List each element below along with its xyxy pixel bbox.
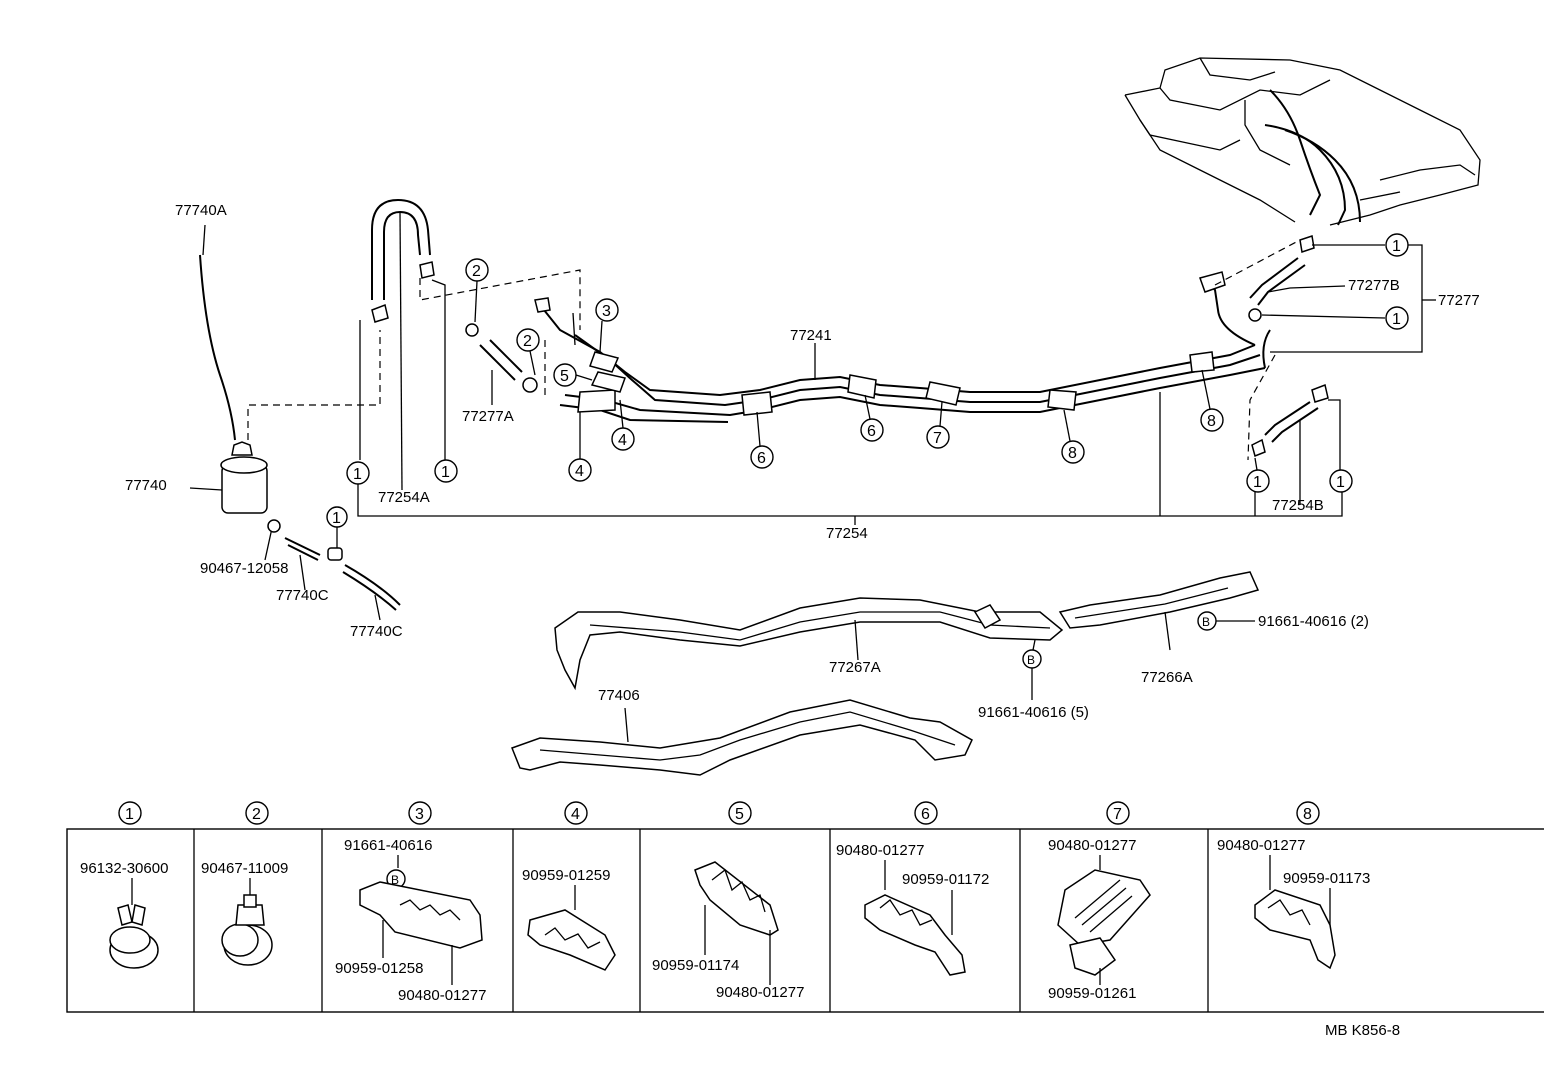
- fuel-tank: [1124, 57, 1481, 226]
- label-77241: 77241: [790, 327, 832, 344]
- panel-3-label-3: 90480-01277: [398, 987, 486, 1004]
- label-77406: 77406: [598, 687, 640, 704]
- panel-6-number: 6: [921, 806, 930, 823]
- panel-3: 91661-40616 B 90959-01258 90480-01277: [335, 837, 486, 1004]
- bolt-marker-b2: B: [1202, 615, 1210, 629]
- label-77254B: 77254B: [1272, 497, 1324, 514]
- callout-6a: 6: [757, 450, 766, 467]
- panel-5-label-1: 90480-01277: [716, 984, 804, 1001]
- callout-7: 7: [933, 430, 942, 447]
- label-77740C-1: 77740C: [276, 587, 329, 604]
- callout-1g: 1: [1253, 474, 1262, 491]
- panel-3-label-0: 91661-40616: [344, 837, 432, 854]
- panel-8-label-1: 90959-01173: [1283, 870, 1370, 887]
- panel-7-label-0: 90480-01277: [1048, 837, 1136, 854]
- label-77254A: 77254A: [378, 489, 430, 506]
- callout-1e: 1: [1392, 311, 1401, 328]
- tube-77254-leader: 77254: [357, 392, 1343, 542]
- clamp-90467-12058: [267, 519, 281, 533]
- label-bolt-5: 91661-40616 (5): [978, 704, 1089, 721]
- label-77277B: 77277B: [1348, 277, 1400, 294]
- panel-2-number: 2: [252, 806, 261, 823]
- protector-77406: 77406: [511, 687, 973, 776]
- tube-callouts: 3 5 4 4 6 6 7 8 8: [553, 298, 1224, 482]
- panel-3-label-1: B: [391, 873, 399, 887]
- callout-3: 3: [602, 303, 611, 320]
- callout-1c: 1: [441, 464, 450, 481]
- fuel-tubes-77241: 77241: [534, 271, 1271, 423]
- detail-panel-table: [66, 828, 1544, 1013]
- label-90467-12058: 90467-12058: [200, 560, 288, 577]
- label-77254: 77254: [826, 525, 868, 542]
- hose-77254A: 77254A 1 1: [346, 198, 581, 506]
- panel-4-number: 4: [571, 806, 580, 823]
- callout-8b: 8: [1207, 413, 1216, 430]
- panel-headers: 1 2 3 4 5 6 7 8: [118, 801, 1320, 825]
- panel-4-label-0: 90959-01259: [522, 867, 610, 884]
- callout-4b: 4: [575, 463, 584, 480]
- panel-3-label-2: 90959-01258: [335, 960, 423, 977]
- protector-77267A: 77267A: [554, 597, 1064, 691]
- charcoal-canister-assembly: 77740A 77740 90467-12058 77740C 1 77740C: [125, 202, 403, 640]
- clip-c1: [327, 547, 343, 561]
- label-77740: 77740: [125, 477, 167, 494]
- panel-8-number: 8: [1303, 806, 1312, 823]
- panel-7-label-1: 90959-01261: [1048, 985, 1136, 1002]
- bolt-b5: B 91661-40616 (5): [978, 639, 1089, 721]
- callout-1b: 1: [353, 466, 362, 483]
- protector-77266A: 77266A B 91661-40616 (2): [1058, 571, 1369, 686]
- panel-8-label-0: 90480-01277: [1217, 837, 1305, 854]
- panel-4: 90959-01259: [522, 867, 616, 971]
- panel-5: 90959-01174 90480-01277: [652, 861, 804, 1001]
- callout-1: 1: [332, 510, 341, 527]
- callout-2b: 2: [523, 333, 532, 350]
- panel-6-label-1: 90959-01172: [902, 871, 989, 888]
- panel-6: 90480-01277 90959-01172: [836, 842, 989, 976]
- panel-2: 90467-11009: [201, 860, 288, 966]
- bolt-marker-b5: B: [1027, 653, 1035, 667]
- panel-3-number: 3: [415, 806, 424, 823]
- callout-6b: 6: [867, 423, 876, 440]
- panel-5-number: 5: [735, 806, 744, 823]
- panel-7: 90480-01277 90959-01261: [1048, 837, 1151, 1002]
- panel-1-label-0: 96132-30600: [80, 860, 168, 877]
- panel-8: 90480-01277 90959-01173: [1217, 837, 1370, 970]
- callout-1f: 1: [1336, 474, 1345, 491]
- label-77277A: 77277A: [462, 408, 514, 425]
- panel-6-label-0: 90480-01277: [836, 842, 924, 859]
- label-77266A: 77266A: [1141, 669, 1193, 686]
- panel-5-label-0: 90959-01174: [652, 957, 739, 974]
- label-77277: 77277: [1438, 292, 1480, 309]
- callout-4a: 4: [618, 432, 627, 449]
- label-77740C-2: 77740C: [350, 623, 403, 640]
- footer-code: MB K856-8: [1325, 1022, 1400, 1039]
- label-bolt-2: 91661-40616 (2): [1258, 613, 1369, 630]
- callout-8a: 8: [1068, 445, 1077, 462]
- panel-2-label-0: 90467-11009: [201, 860, 288, 877]
- label-77267A: 77267A: [829, 659, 881, 676]
- callout-1d: 1: [1392, 238, 1401, 255]
- callout-5: 5: [560, 368, 569, 385]
- panel-1-number: 1: [125, 806, 134, 823]
- callout-2a: 2: [472, 263, 481, 280]
- label-77740A: 77740A: [175, 202, 227, 219]
- hose-77277A: 2 77277A 2: [462, 258, 546, 425]
- panel-7-number: 7: [1113, 806, 1122, 823]
- right-hoses: 77277B 1 1 77277 77254B 1 1: [1214, 233, 1480, 514]
- panel-1: 96132-30600: [80, 860, 168, 969]
